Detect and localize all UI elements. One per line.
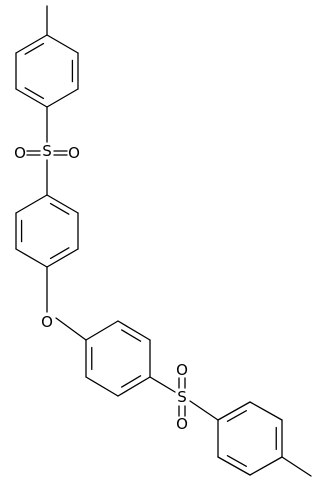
c-s-bond-4 — [189, 400, 219, 421]
ring-phenylene-lower-bond — [117, 320, 151, 341]
ring-tolyl-top-double-bond — [24, 42, 45, 55]
ring-tolyl-bottom-double-bond — [226, 455, 247, 468]
ring-phenylene-lower-bond — [85, 320, 119, 341]
ring-tolyl-bottom-double-bond — [226, 409, 247, 422]
c-s-bond-3 — [149, 376, 176, 393]
bond-layer — [15, 5, 312, 477]
ring-phenylene-lower-bond — [117, 376, 151, 397]
atom-label-sulfonyl-oxygen-3: O — [176, 361, 188, 379]
atom-label-ether-oxygen: O — [41, 313, 53, 331]
c-o-ether-bond-2 — [55, 317, 87, 341]
ring-phenylene-lower-bond — [85, 376, 119, 397]
atom-label-sulfur-1: S — [42, 142, 52, 160]
atom-label-sulfonyl-oxygen-2: O — [68, 144, 80, 162]
ring-tolyl-top-bond — [46, 34, 79, 54]
ring-phenylene-upper-double-bond — [49, 202, 70, 215]
ring-phenylene-upper-bond — [46, 194, 79, 214]
atom-label-sulfonyl-oxygen-4: O — [176, 415, 188, 433]
ring-tolyl-bottom-bond — [249, 456, 283, 476]
ring-tolyl-top-bond — [15, 34, 48, 54]
ring-phenylene-upper-double-bond — [49, 247, 70, 260]
ring-tolyl-top-double-bond — [24, 87, 45, 100]
ring-phenylene-upper-bond — [15, 248, 48, 268]
ring-phenylene-upper-bond — [46, 248, 79, 268]
ring-phenylene-upper-bond — [15, 194, 48, 214]
ring-tolyl-bottom-bond — [217, 456, 251, 476]
ring-phenylene-lower-double-bond — [121, 329, 142, 342]
ring-phenylene-lower-double-bond — [121, 375, 142, 388]
methyl-bond-bottom — [281, 456, 312, 477]
atom-label-sulfonyl-oxygen-1: O — [14, 144, 26, 162]
atom-label-layer: S O O O S O O — [14, 142, 188, 433]
ring-tolyl-bottom-bond — [249, 401, 283, 421]
ring-tolyl-top-bond — [46, 88, 79, 108]
ring-tolyl-bottom-bond — [217, 401, 251, 421]
atom-label-sulfur-2: S — [177, 388, 187, 406]
ring-tolyl-top-bond — [15, 88, 48, 108]
